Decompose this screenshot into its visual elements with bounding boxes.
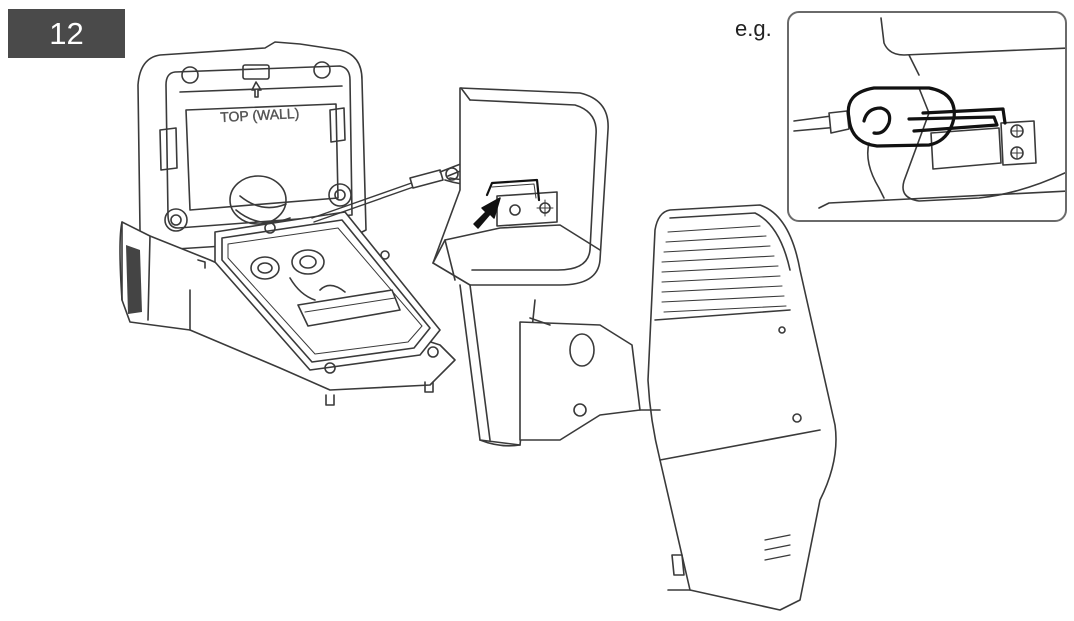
step-number-badge: 12: [8, 9, 125, 58]
inset-carabiner: [846, 86, 1007, 148]
arrow-icon: [473, 197, 501, 229]
wall-plate-text: TOP (WALL): [220, 105, 300, 125]
example-inset: [787, 11, 1067, 222]
example-label: e.g.: [735, 16, 772, 41]
camera-head: [519, 204, 837, 611]
inset-detail-diagram: [793, 17, 1065, 209]
step-number: 12: [49, 15, 84, 51]
junction-box-base: [119, 211, 456, 406]
